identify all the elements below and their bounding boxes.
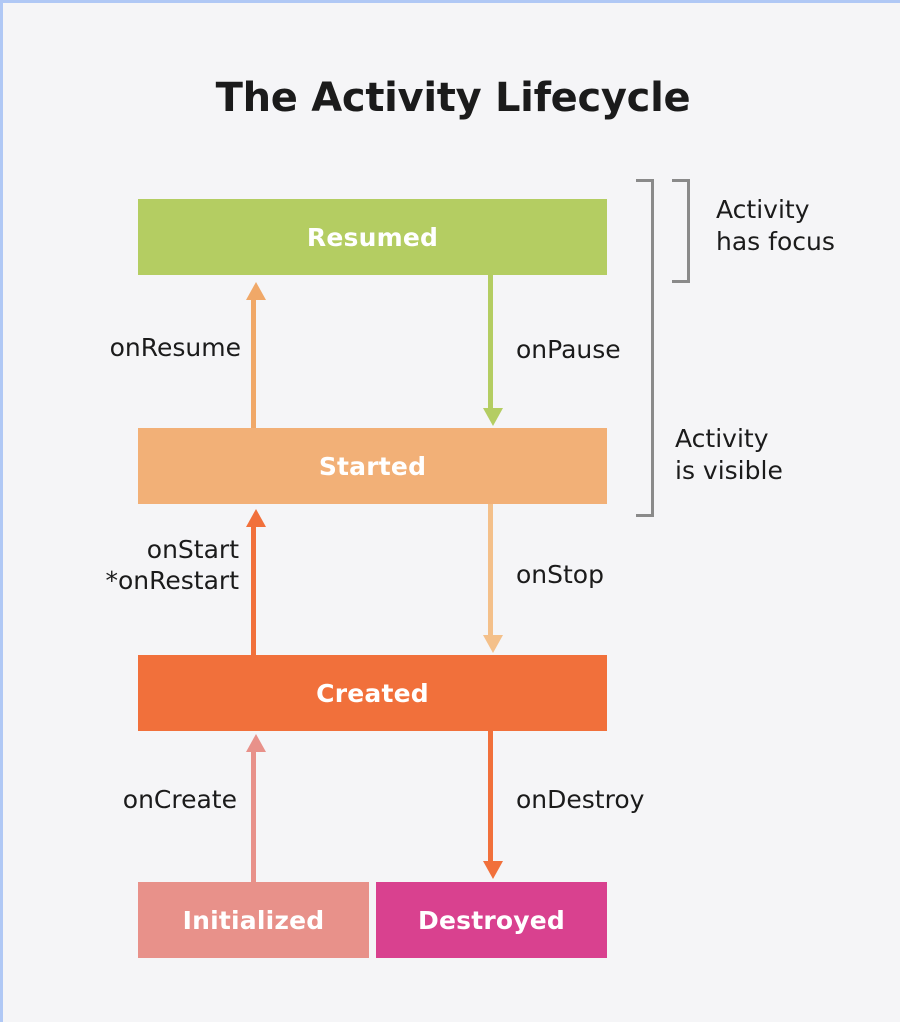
transition-label-ondestroy: onDestroy	[516, 785, 645, 814]
group-label-is-visible: Activity is visible	[675, 424, 783, 485]
arrowhead-down-icon-onstop	[483, 635, 503, 653]
arrowhead-down-icon-onpause	[483, 408, 503, 426]
bracket-has-focus	[672, 179, 690, 283]
arrowhead-up-icon-onresume	[246, 282, 266, 300]
arrowhead-up-icon-oncreate	[246, 734, 266, 752]
arrow-line-onstart	[251, 526, 256, 655]
transition-label-onresume: onResume	[109, 333, 241, 362]
arrow-line-ondestroy	[488, 731, 493, 861]
transition-label-onpause: onPause	[516, 335, 621, 364]
state-label-destroyed: Destroyed	[418, 905, 565, 935]
state-box-created: Created	[138, 655, 607, 731]
transition-label-onstart: onStart *onRestart	[105, 535, 240, 595]
group-label-has-focus: Activity has focus	[716, 195, 835, 256]
transition-label-onstop: onStop	[516, 560, 604, 589]
state-box-resumed: Resumed	[138, 199, 607, 275]
state-box-started: Started	[138, 428, 607, 504]
arrow-line-oncreate	[251, 751, 256, 882]
state-label-started: Started	[318, 451, 427, 481]
state-label-initialized: Initialized	[182, 905, 325, 935]
arrowhead-up-icon-onstart	[246, 509, 266, 527]
arrowhead-down-icon-ondestroy	[483, 861, 503, 879]
state-label-resumed: Resumed	[306, 222, 439, 252]
arrow-line-onstop	[488, 504, 493, 635]
bracket-is-visible	[636, 179, 654, 517]
arrow-line-onpause	[488, 275, 493, 408]
state-box-initialized: Initialized	[138, 882, 369, 958]
state-box-destroyed: Destroyed	[376, 882, 607, 958]
arrow-line-onresume	[251, 299, 256, 428]
transition-label-oncreate: onCreate	[122, 785, 237, 814]
page-title: The Activity Lifecycle	[215, 75, 691, 121]
state-label-created: Created	[316, 678, 429, 708]
